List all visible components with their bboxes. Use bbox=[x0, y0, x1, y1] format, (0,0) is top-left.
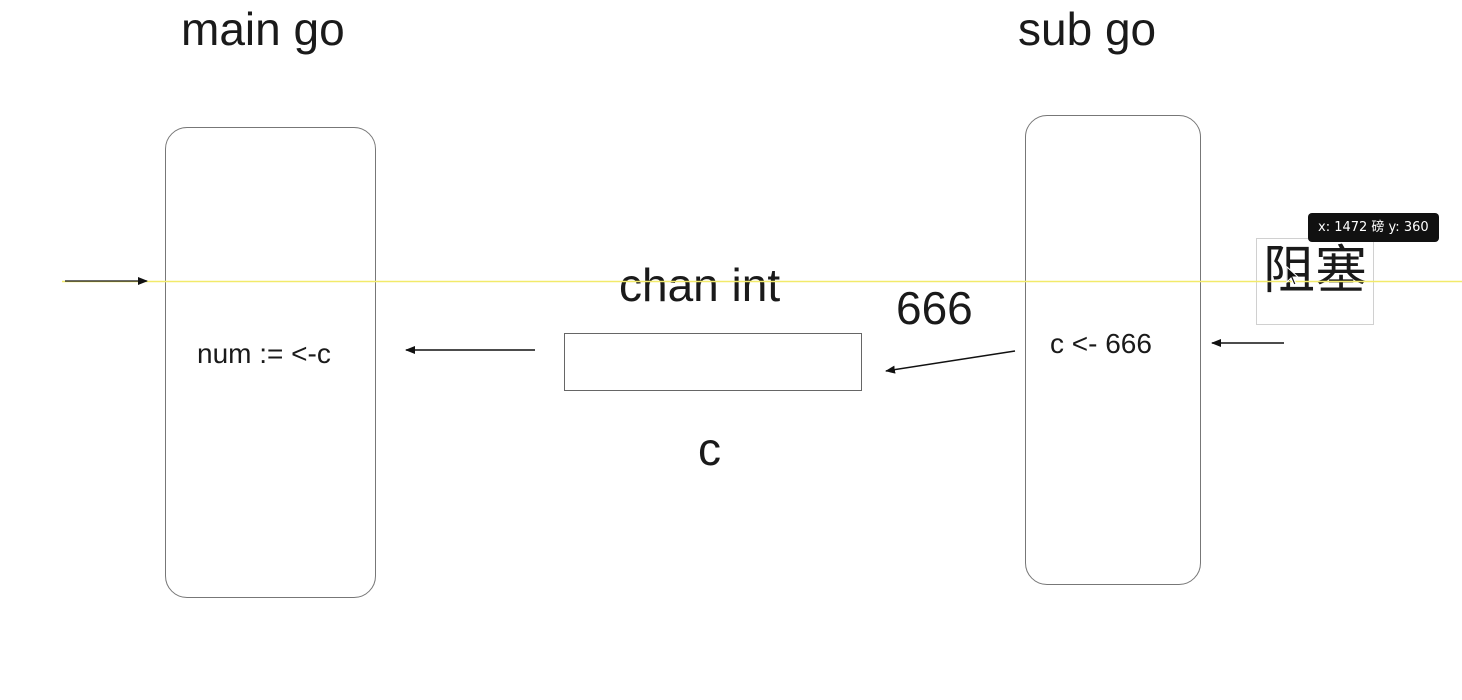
main-go-title: main go bbox=[181, 3, 345, 55]
channel-name-label: c bbox=[698, 423, 721, 475]
sub-go-title: sub go bbox=[1018, 3, 1157, 55]
coordinate-tooltip: x: 1472 磅 y: 360 bbox=[1308, 213, 1439, 242]
main-go-code: num := <-c bbox=[197, 338, 331, 369]
channel-type-label: chan int bbox=[619, 259, 781, 311]
main-go-box bbox=[165, 127, 376, 598]
value-label: 666 bbox=[896, 282, 973, 334]
send-arrow bbox=[885, 350, 1016, 374]
sub-go-code: c <- 666 bbox=[1050, 328, 1152, 359]
mouse-cursor-icon bbox=[1286, 265, 1300, 290]
sub-go-box bbox=[1025, 115, 1201, 585]
channel-box bbox=[564, 333, 862, 391]
